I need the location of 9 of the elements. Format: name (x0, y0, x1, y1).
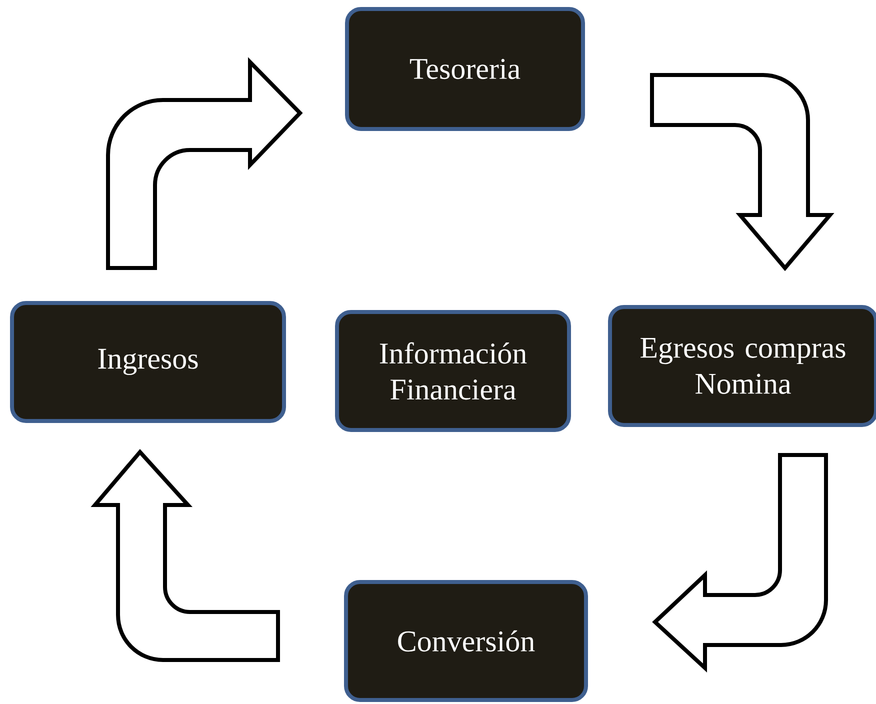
process-box: Conversión (344, 580, 588, 702)
block-arrow (106, 60, 302, 270)
process-box: Tesoreria (345, 7, 585, 131)
block-arrow (93, 450, 280, 662)
process-box: Egresos compras Nomina (608, 305, 876, 427)
block-arrow (653, 452, 828, 670)
block-arrow (650, 73, 832, 270)
process-box: Información Financiera (335, 310, 571, 432)
process-box: Ingresos (10, 301, 286, 423)
